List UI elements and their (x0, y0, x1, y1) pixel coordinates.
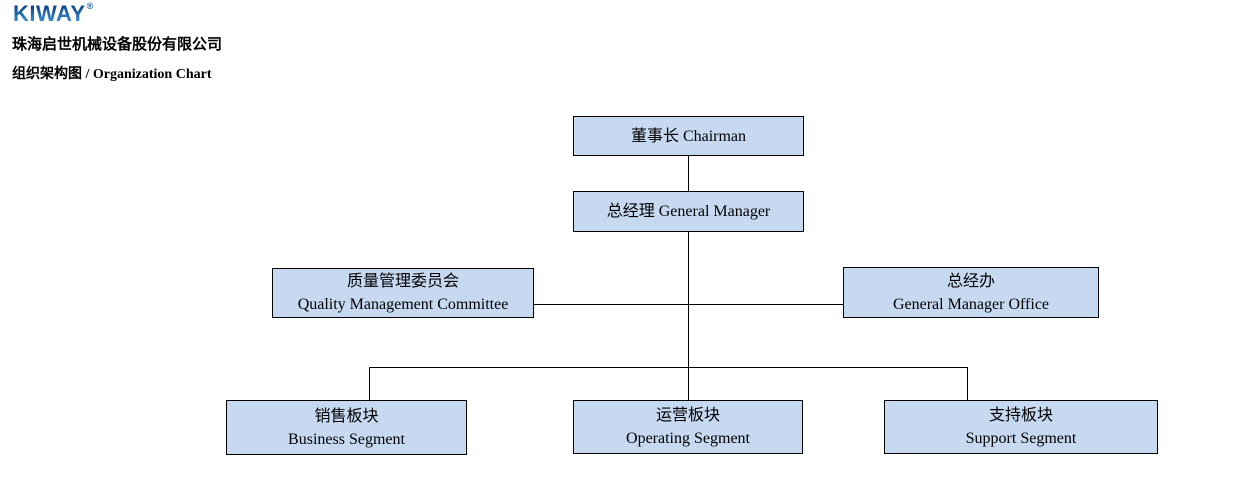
node-label: 总经理 General Manager (606, 203, 771, 220)
node-label: 董事长 Chairman (630, 127, 747, 145)
node-label-en: Business Segment (288, 430, 405, 448)
node-operating-segment: 运营板块 Operating Segment (573, 400, 803, 454)
connector-chairman-to-gm (688, 155, 689, 191)
node-label-cn: 质量管理委员会 (346, 273, 459, 290)
chart-title: 组织架构图 / Organization Chart (12, 67, 212, 82)
connector-committee-office (533, 304, 843, 305)
node-general-manager: 总经理 General Manager (573, 191, 804, 232)
connector-gm-trunk (688, 231, 689, 401)
node-label-en: Quality Management Committee (297, 296, 509, 313)
kiway-logo: KIWAY® (13, 1, 94, 26)
node-label-en: Support Segment (965, 430, 1077, 447)
registered-trademark-icon: ® (86, 1, 94, 11)
node-label-en: General Manager Office (892, 295, 1050, 313)
node-label-cn: 支持板块 (988, 407, 1053, 424)
node-label-cn: 总经办 (946, 272, 995, 290)
node-business-segment: 销售板块 Business Segment (226, 400, 467, 455)
connector-stub-support (967, 367, 968, 400)
node-general-manager-office: 总经办 General Manager Office (843, 267, 1099, 318)
node-label-cn: 销售板块 (314, 407, 379, 425)
connector-bottom-rail (369, 367, 968, 368)
node-label-en: Operating Segment (626, 430, 750, 447)
node-label-cn: 运营板块 (655, 407, 720, 424)
company-name: 珠海启世机械设备股份有限公司 (12, 37, 223, 53)
node-support-segment: 支持板块 Support Segment (884, 400, 1158, 454)
logo-text: KIWAY (13, 1, 86, 26)
node-quality-management-committee: 质量管理委员会 Quality Management Committee (272, 268, 534, 318)
node-chairman: 董事长 Chairman (573, 116, 804, 156)
connector-stub-business (369, 367, 370, 400)
